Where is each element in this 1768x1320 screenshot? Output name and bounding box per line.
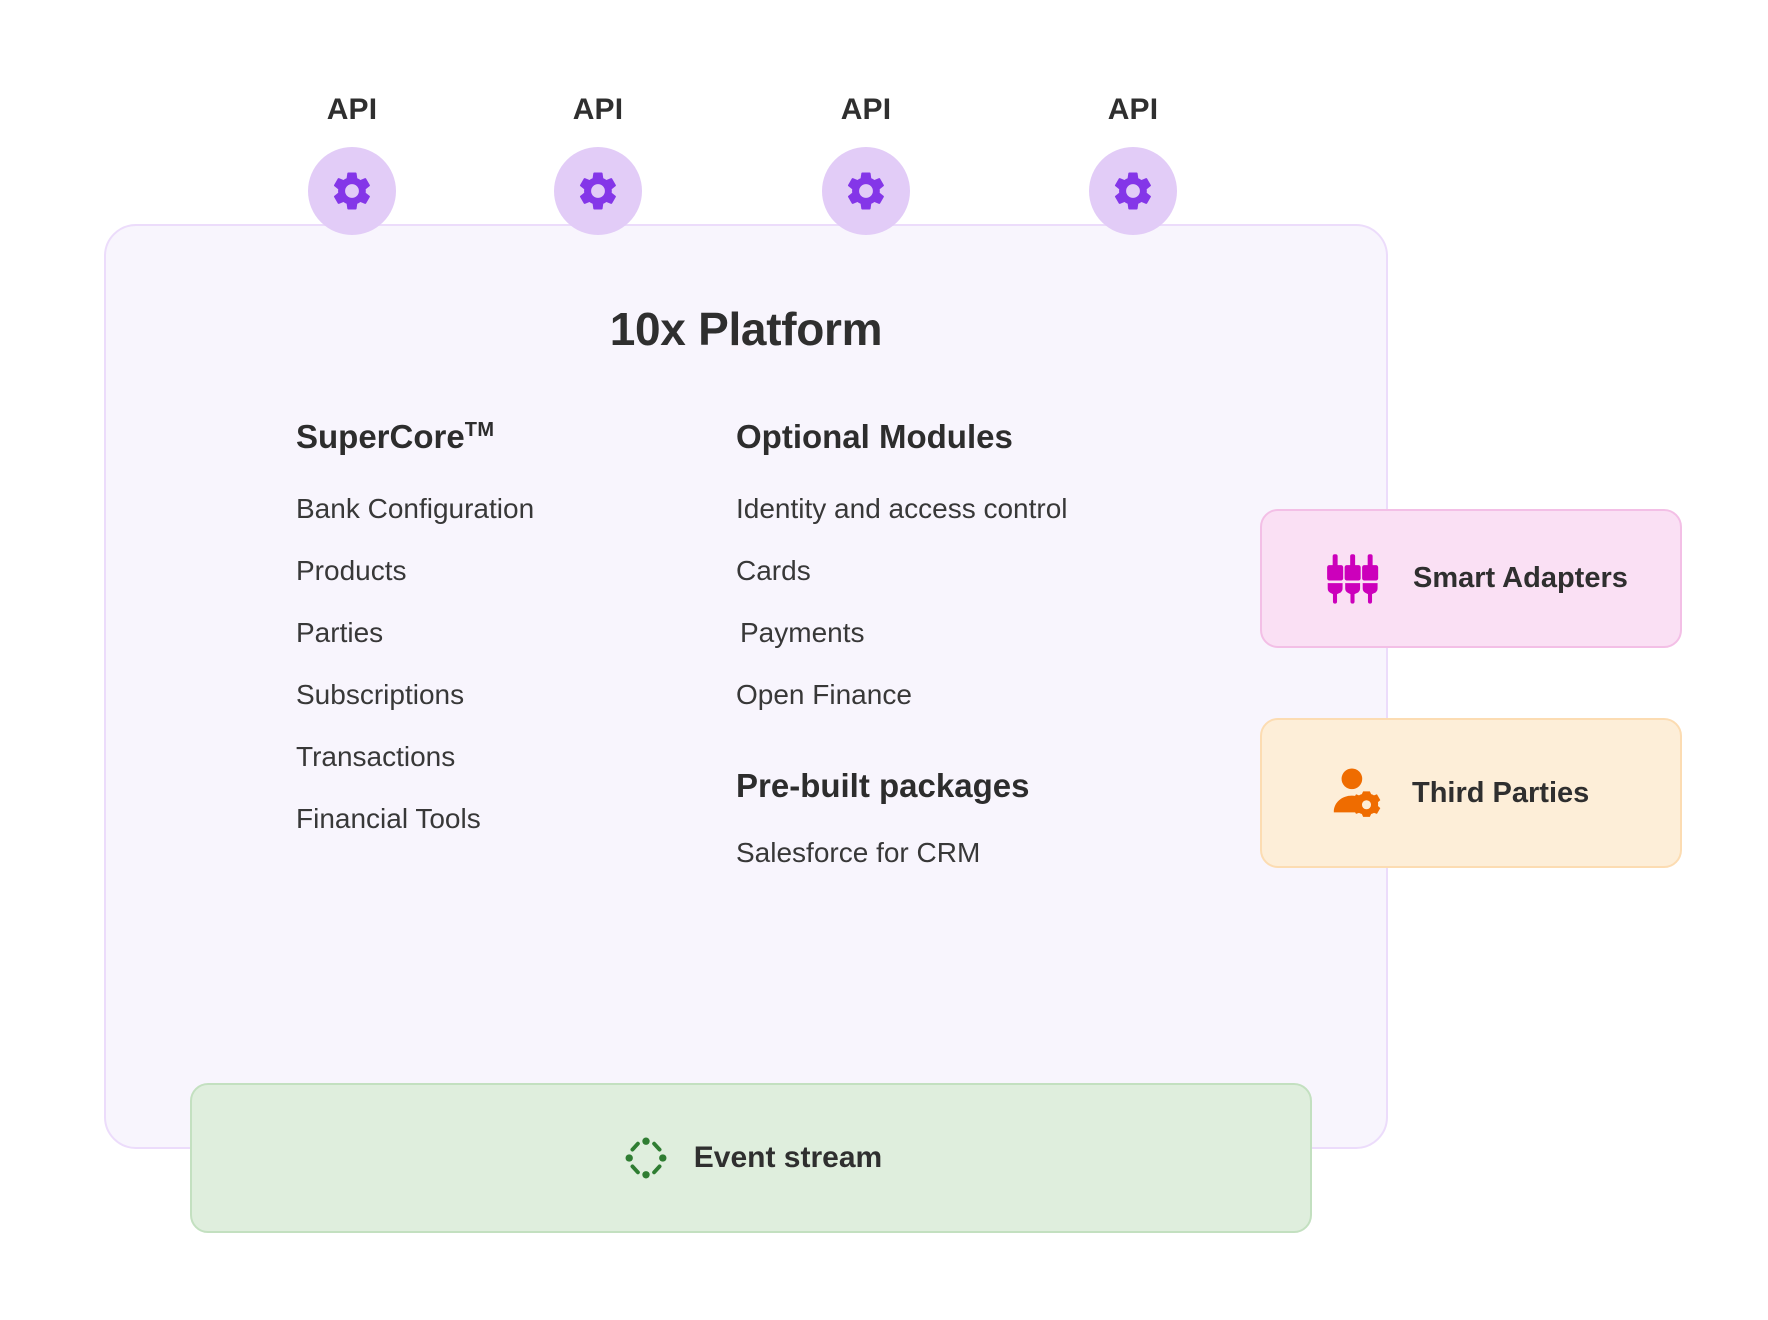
list-item[interactable]: Products (296, 555, 407, 586)
supercore-heading: SuperCoreTM (296, 420, 716, 453)
supercore-column: SuperCoreTM Bank Configuration Products … (296, 420, 716, 833)
third-parties-label: Third Parties (1412, 776, 1590, 809)
gear-icon (329, 168, 375, 214)
smart-adapters-label: Smart Adapters (1413, 562, 1628, 594)
list-item[interactable]: Payments (740, 617, 865, 648)
list-item[interactable]: Financial Tools (296, 803, 481, 834)
api-connector-3[interactable]: API (818, 95, 914, 235)
list-item[interactable]: Subscriptions (296, 679, 465, 710)
optional-modules-list: Identity and access control Cards Paymen… (736, 495, 1256, 709)
gear-icon (575, 168, 621, 214)
list-item[interactable]: Salesforce for CRM (736, 837, 981, 868)
user-gear-icon (1328, 762, 1390, 824)
api-icon-badge (554, 147, 642, 235)
api-icon-badge (308, 147, 396, 235)
api-label: API (840, 93, 892, 126)
supercore-feature-list: Bank Configuration Products Parties Subs… (296, 495, 716, 833)
page-title: 10x Platform (609, 303, 883, 355)
prebuilt-packages-heading: Pre-built packages (736, 767, 1030, 804)
optional-modules-heading: Optional Modules (736, 418, 1013, 455)
event-stream-bar[interactable]: Event stream (190, 1083, 1312, 1233)
list-item[interactable]: Bank Configuration (296, 493, 535, 524)
event-stream-icon (620, 1132, 672, 1184)
list-item[interactable]: Cards (736, 555, 811, 586)
list-item[interactable]: Parties (296, 617, 384, 648)
gear-icon (1110, 168, 1156, 214)
supercore-heading-text: SuperCore (296, 418, 465, 455)
api-connector-2[interactable]: API (550, 95, 646, 235)
api-connector-1[interactable]: API (304, 95, 400, 235)
modules-column: Optional Modules Identity and access con… (736, 420, 1256, 867)
list-item[interactable]: Transactions (296, 741, 456, 772)
list-item[interactable]: Identity and access control (736, 493, 1068, 524)
api-label: API (572, 93, 624, 126)
api-label: API (326, 93, 378, 126)
api-connector-4[interactable]: API (1085, 95, 1181, 235)
event-stream-label: Event stream (693, 1141, 883, 1174)
api-label: API (1107, 93, 1159, 126)
gear-icon (843, 168, 889, 214)
api-icon-badge (1089, 147, 1177, 235)
api-icon-badge (822, 147, 910, 235)
third-parties-card[interactable]: Third Parties (1260, 718, 1682, 868)
smart-adapters-card[interactable]: Smart Adapters (1260, 509, 1682, 648)
list-item[interactable]: Open Finance (736, 679, 912, 710)
api-connector-row: API API API (288, 95, 1177, 245)
platform-panel: 10x Platform SuperCoreTM Bank Configurat… (104, 224, 1388, 1149)
prebuilt-packages-list: Salesforce for CRM (736, 839, 1256, 867)
plug-adapters-icon (1321, 544, 1391, 614)
trademark-mark: TM (464, 419, 495, 441)
